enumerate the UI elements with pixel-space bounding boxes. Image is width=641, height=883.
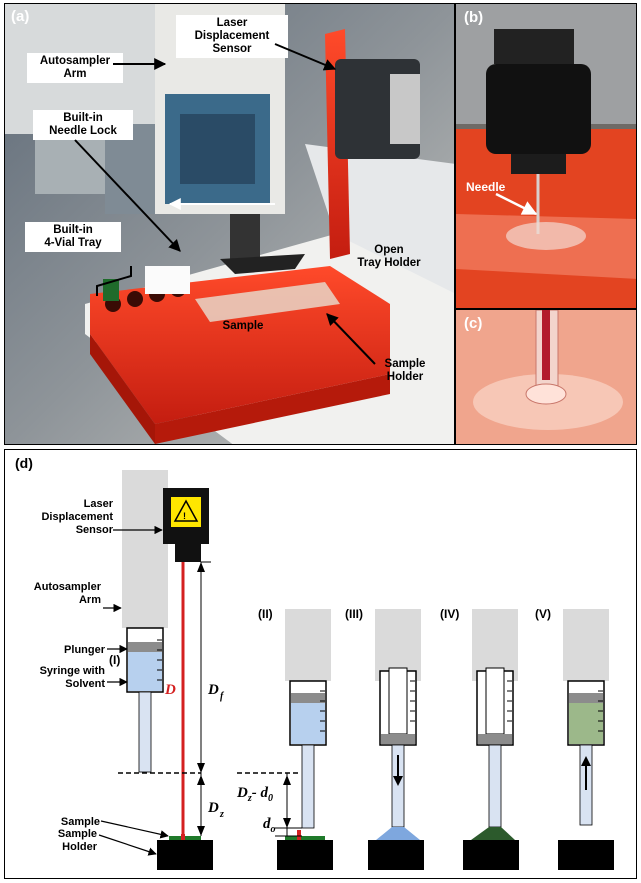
symbol-Dz: D	[207, 800, 219, 816]
panel-d-label: (d)	[15, 455, 33, 471]
panel-b-photo: (b) Needle	[455, 3, 637, 309]
symbol-D: D	[164, 682, 176, 698]
symbol-Dz-sub: z	[219, 809, 224, 820]
label-plunger: Plunger	[64, 644, 106, 656]
schematic-diagram: (d) !	[15, 455, 614, 870]
sample-holder-block	[157, 840, 213, 870]
autosampler-photo	[5, 4, 454, 444]
symbol-Df: D	[207, 682, 219, 698]
panel-c-photo: (c)	[455, 309, 637, 445]
solvent	[128, 652, 162, 691]
stage-2	[237, 609, 333, 870]
callout-autosampler-arm: Autosampler Arm	[27, 53, 123, 83]
stage-3-label: (III)	[345, 607, 363, 621]
stage-5	[558, 609, 614, 870]
mixed-extract	[569, 703, 603, 744]
callout-needle-lock: Built-in Needle Lock	[33, 110, 133, 140]
callout-open-tray: Open Tray Holder	[357, 244, 421, 269]
needle-closeup-photo	[456, 4, 636, 308]
stage-4-label: (IV)	[440, 607, 459, 621]
autosampler-arm-block	[122, 470, 168, 628]
plunger-head	[128, 642, 162, 652]
symbol-Dzd0: Dz- d0	[236, 785, 273, 804]
stage-5-label: (V)	[535, 607, 551, 621]
symbol-do: do	[263, 816, 276, 835]
callout-sample: Sample	[222, 320, 264, 332]
callout-sample-holder: Sample Holder	[384, 358, 426, 383]
panel-b-label: (b)	[464, 9, 484, 26]
panel-a-label: (a)	[11, 8, 30, 25]
syringe-needle	[138, 691, 152, 773]
callout-vial-tray: Built-in 4-Vial Tray	[25, 222, 121, 252]
panel-d-schematic: (d) !	[4, 449, 637, 879]
solvent-drop-green	[471, 827, 515, 840]
solvent-drop-blue	[376, 827, 420, 840]
stage-1: !	[118, 470, 213, 870]
panel-c-label: (c)	[464, 315, 483, 332]
stage-1-label: (I)	[109, 653, 120, 667]
needle-label: Needle	[466, 180, 506, 194]
symbol-Df-sub: f	[220, 691, 225, 702]
laser-warning-icon	[173, 499, 199, 522]
stage-2-label: (II)	[258, 607, 273, 621]
stage-3	[368, 609, 424, 870]
stage-4	[463, 609, 519, 870]
panel-b-arrow	[495, 192, 538, 216]
callout-laser-sensor: Laser Displacement Sensor	[176, 15, 288, 58]
label-sample: Sample	[61, 816, 100, 828]
droplet-closeup-photo	[456, 310, 636, 444]
panel-a-photo: (a) Laser Displacement Sensor Autosample…	[4, 3, 455, 445]
svg-text:!: !	[183, 511, 186, 521]
